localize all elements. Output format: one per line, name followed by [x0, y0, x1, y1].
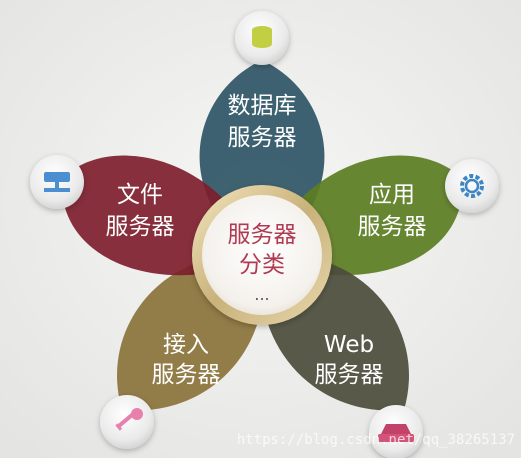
- application-label-line1: 应用: [369, 182, 415, 208]
- key-icon: [115, 408, 143, 431]
- file-label-line2: 服务器: [106, 214, 175, 240]
- database-icon: [252, 26, 272, 48]
- web-icon-bubble: [369, 405, 423, 458]
- center-title-line2: 分类: [239, 252, 285, 278]
- access-label-line2: 服务器: [152, 362, 221, 388]
- file-server-icon: [44, 172, 70, 192]
- database-icon-bubble: [235, 11, 289, 65]
- web-device-icon: [378, 424, 414, 442]
- watermark-text: https://blog.csdn.net/qq_38265137: [237, 432, 515, 448]
- center-ellipsis: ...: [254, 285, 269, 304]
- gear-icon: [460, 174, 484, 198]
- application-label-line2: 服务器: [358, 214, 427, 240]
- database-label-line2: 服务器: [228, 125, 297, 151]
- gear-icon-bubble: [445, 159, 499, 213]
- center-title-line1: 服务器: [228, 222, 297, 248]
- center-node: 服务器 分类 ...: [192, 185, 332, 325]
- web-label-line2: 服务器: [315, 362, 384, 388]
- key-icon-bubble: [100, 395, 154, 449]
- database-label-line1: 数据库: [228, 93, 297, 119]
- center-disc: [202, 195, 322, 315]
- access-label-line1: 接入: [163, 332, 209, 358]
- web-label-line1: Web: [324, 332, 374, 358]
- file-server-icon-bubble: [30, 155, 84, 209]
- file-label-line1: 文件: [117, 182, 163, 208]
